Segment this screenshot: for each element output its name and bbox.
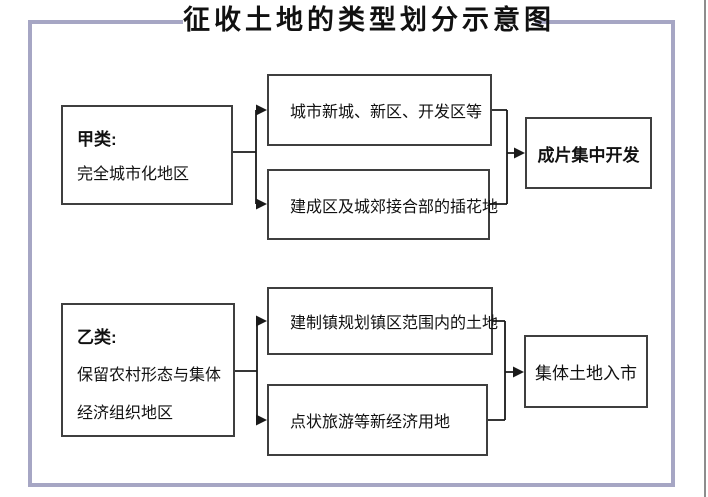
type-b-desc-line2: 经济组织地区 (77, 405, 174, 422)
diagram-title: 征收土地的类型划分示意图 (183, 4, 555, 36)
type-b-desc-line1: 保留农村形态与集体 (77, 367, 222, 384)
box-type-b: 乙类: 保留农村形态与集体 经济组织地区 (61, 303, 235, 437)
box-branch-a2: 建成区及城郊接合部的插花地 (267, 169, 498, 240)
page-right-edge (704, 0, 706, 497)
box-branch-a1: 城市新城、新区、开发区等 (267, 74, 492, 146)
box-branch-b2: 点状旅游等新经济用地 (267, 384, 488, 456)
box-type-a: 甲类: 完全城市化地区 (61, 105, 233, 205)
branch-a2-label: 建成区及城郊接合部的插花地 (290, 198, 499, 216)
branch-b1-label: 建制镇规划镇区范围内的土地 (290, 315, 499, 332)
branch-b2-label: 点状旅游等新经济用地 (290, 414, 451, 431)
type-a-desc: 完全城市化地区 (77, 166, 190, 183)
box-result-a: 成片集中开发 (525, 117, 652, 189)
box-branch-b1: 建制镇规划镇区范围内的土地 (267, 287, 498, 355)
branch-a1-label: 城市新城、新区、开发区等 (290, 104, 483, 121)
type-b-label: 乙类: (77, 328, 117, 347)
arrowheads (256, 104, 525, 426)
type-a-label: 甲类: (77, 130, 117, 149)
box-result-b: 集体土地入市 (524, 335, 648, 408)
